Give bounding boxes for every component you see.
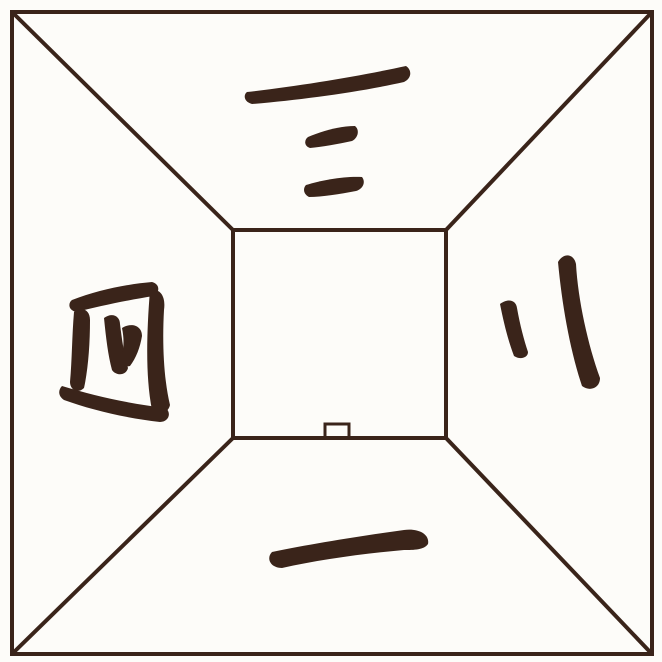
bottom-stroke bbox=[269, 530, 428, 568]
right-stroke-short bbox=[500, 301, 528, 359]
top-stroke-1 bbox=[245, 66, 411, 104]
top-stroke-3 bbox=[304, 177, 364, 197]
right-character-text: 二 bbox=[550, 328, 551, 331]
diagonal-bottom-right bbox=[446, 438, 652, 654]
left-character bbox=[59, 282, 170, 422]
top-character bbox=[245, 66, 411, 197]
right-stroke-long bbox=[558, 255, 600, 388]
inner-notch bbox=[325, 424, 349, 438]
inner-square bbox=[233, 230, 446, 438]
left-stroke-inner-2 bbox=[121, 325, 142, 366]
top-stroke-2 bbox=[305, 126, 358, 148]
left-stroke-right bbox=[147, 290, 170, 414]
right-character bbox=[500, 255, 600, 388]
left-stroke-left bbox=[70, 309, 90, 391]
diagonal-bottom-left bbox=[12, 438, 233, 654]
diagonal-top-left bbox=[12, 12, 233, 230]
left-stroke-top bbox=[69, 282, 158, 312]
bottom-character bbox=[269, 530, 428, 568]
diagonal-top-right bbox=[446, 12, 652, 230]
